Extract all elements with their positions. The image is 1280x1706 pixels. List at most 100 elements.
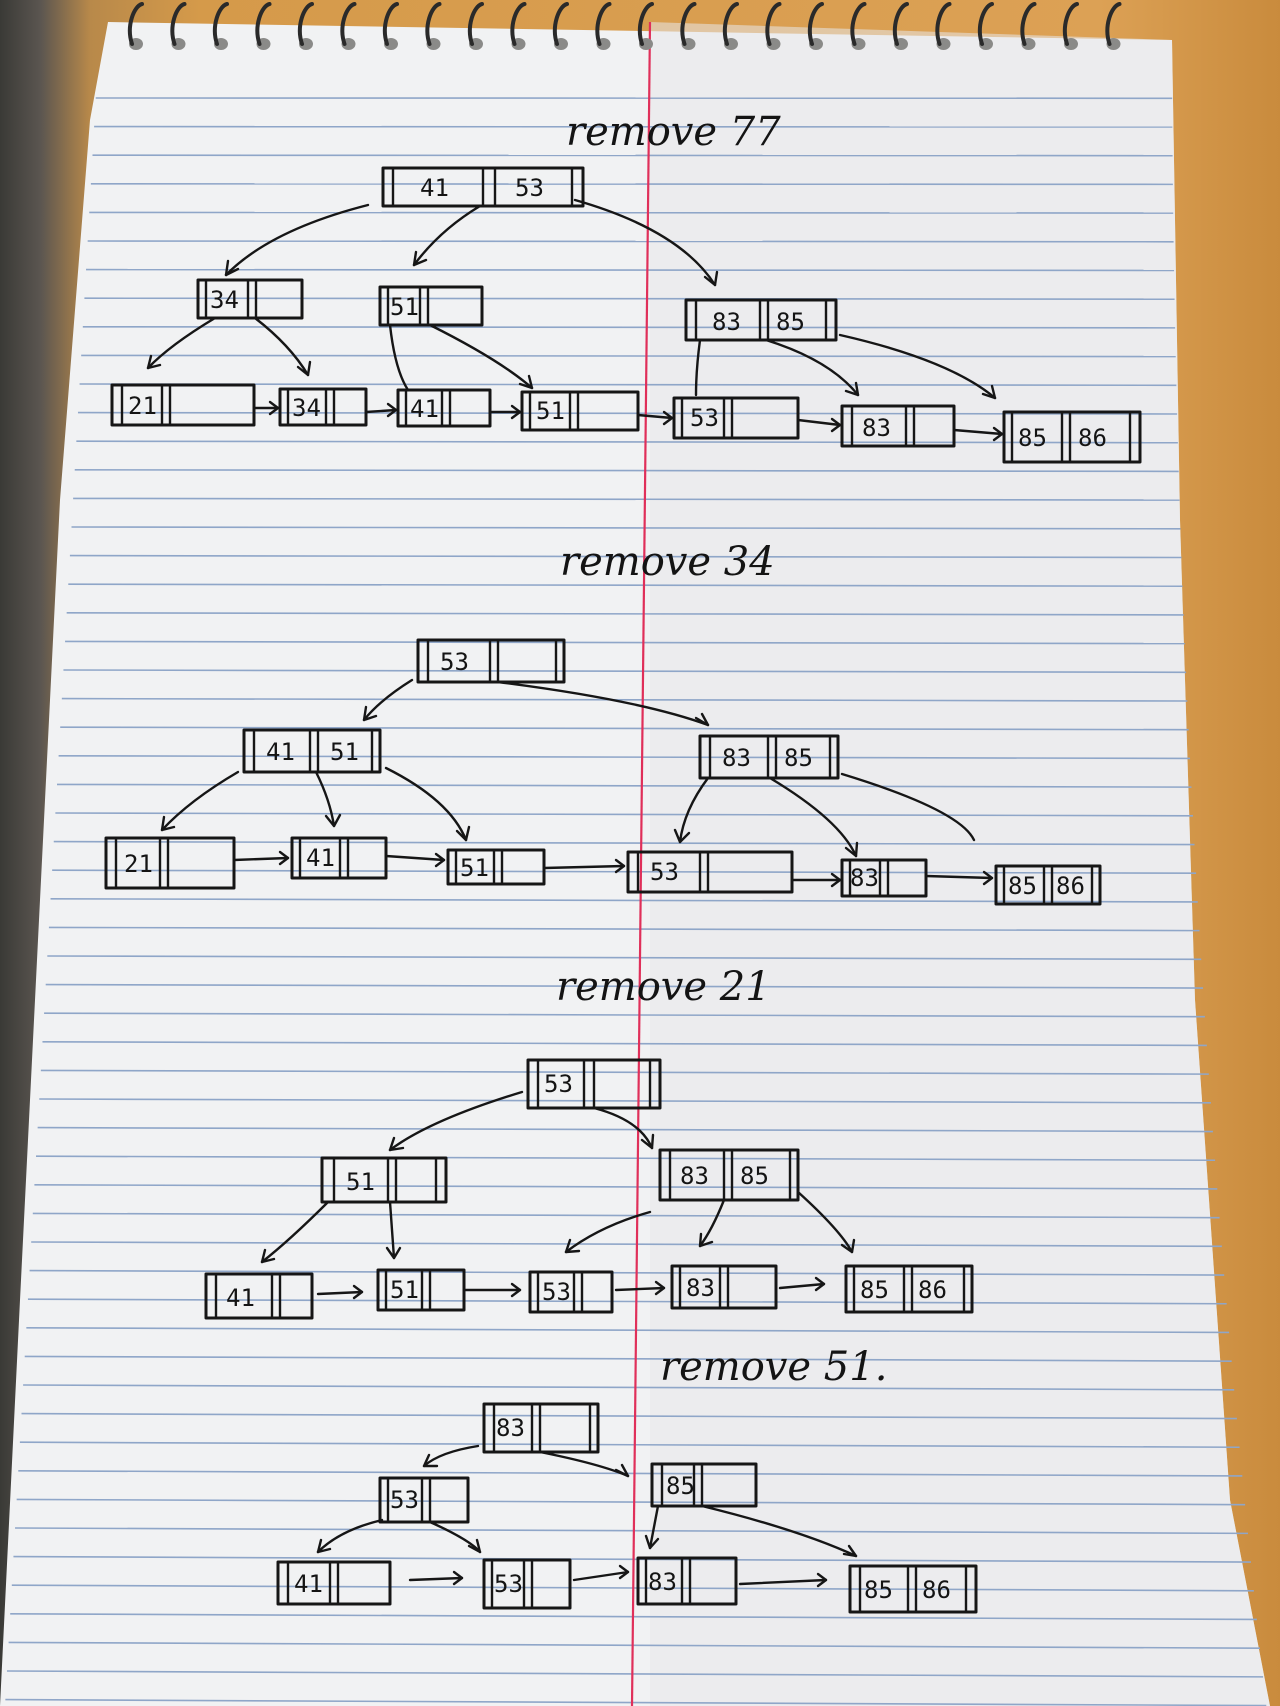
- binding-coil: [765, 2, 782, 46]
- leaf-key: 86: [1078, 424, 1107, 452]
- leaf-key: 34: [292, 394, 321, 422]
- binding-coil: [595, 2, 612, 46]
- leaf-node: 85 86: [994, 864, 1102, 906]
- ruled-line: [60, 726, 1189, 731]
- node-key: 41: [420, 174, 449, 202]
- ruled-line: [84, 297, 1175, 300]
- internal-node: 83 85: [684, 298, 838, 342]
- tree-remove-77: 41 53 34 51 83 85: [110, 166, 1142, 464]
- node-key: 53: [515, 174, 544, 202]
- binding-coil: [850, 2, 867, 46]
- leaf-key: 83: [648, 1568, 677, 1596]
- binding-coil: [297, 2, 314, 46]
- ruled-line: [5, 1698, 1267, 1706]
- ruled-line: [6, 1670, 1264, 1678]
- ruled-line: [8, 1641, 1260, 1649]
- node-key: 83: [712, 308, 741, 336]
- ruled-line: [19, 1441, 1240, 1449]
- ruled-line: [81, 354, 1176, 358]
- node-key: 53: [440, 648, 469, 676]
- leaf-key: 41: [294, 1570, 323, 1598]
- ruled-line: [36, 1155, 1216, 1162]
- leaf-links: [316, 1276, 826, 1300]
- internal-node: 53: [378, 1476, 470, 1524]
- node-key: 34: [210, 286, 239, 314]
- binding-coil: [127, 2, 144, 46]
- node-key: 85: [784, 744, 813, 772]
- ruled-line: [48, 926, 1200, 932]
- node-key: 83: [722, 744, 751, 772]
- binding-coil: [637, 2, 654, 46]
- ruled-line: [90, 183, 1173, 186]
- internal-node: 41 53: [381, 166, 585, 208]
- leaf-key: 51: [390, 1276, 419, 1304]
- binding-coil: [1020, 2, 1037, 46]
- binding-coil: [467, 2, 484, 46]
- internal-node: 83 85: [658, 1148, 800, 1202]
- tree-edges: [260, 1090, 856, 1264]
- ruled-line: [52, 869, 1197, 875]
- ruled-line: [47, 955, 1202, 961]
- leaf-key: 51: [536, 397, 565, 425]
- tree-remove-51: 83 53 85 41 53: [276, 1402, 978, 1614]
- leaf-node: 83: [840, 858, 928, 898]
- ruled-line: [73, 497, 1180, 501]
- ruled-line: [37, 1126, 1213, 1133]
- section-title-2: remove 34: [560, 539, 775, 585]
- binding-coil: [510, 2, 527, 46]
- binding-coil: [552, 2, 569, 46]
- tree-edges: [316, 1444, 858, 1558]
- leaf-key: 51: [460, 854, 489, 882]
- node-key: 85: [776, 308, 805, 336]
- leaf-node: 41: [290, 836, 388, 880]
- ruled-line: [56, 783, 1192, 788]
- node-key: 41: [266, 738, 295, 766]
- ruled-line: [89, 211, 1174, 214]
- leaf-node: 53: [482, 1558, 572, 1610]
- ruled-line: [32, 1212, 1220, 1219]
- binding-coil: [680, 2, 697, 46]
- leaf-key: 85: [860, 1276, 889, 1304]
- leaf-key: 85: [1008, 872, 1037, 900]
- leaf-key: 83: [862, 414, 891, 442]
- leaf-key: 86: [922, 1576, 951, 1604]
- binding-coil: [892, 2, 909, 46]
- ruled-line: [42, 1041, 1207, 1047]
- ruled-line: [76, 440, 1178, 444]
- leaf-links: [408, 1564, 828, 1588]
- section-title-3: remove 21: [556, 964, 771, 1010]
- ruled-line: [13, 1555, 1251, 1563]
- leaf-node: 21: [110, 383, 256, 427]
- leaf-node: 51: [446, 848, 546, 886]
- node-key: 83: [496, 1414, 525, 1442]
- leaf-key: 83: [850, 864, 879, 892]
- node-key: 51: [390, 293, 419, 321]
- leaf-key: 83: [686, 1274, 715, 1302]
- leaf-node: 41: [396, 388, 492, 428]
- tree-edges: [146, 198, 997, 400]
- margin-line: [630, 21, 652, 1706]
- tree-remove-21: 53 51 83 85 41: [204, 1058, 974, 1320]
- binding-coil: [425, 2, 442, 46]
- leaf-node: 83: [840, 404, 956, 448]
- binding-coil: [935, 2, 952, 46]
- leaf-node: 34: [278, 387, 368, 427]
- ruled-line: [69, 554, 1182, 559]
- ruled-line: [87, 240, 1174, 243]
- tree-edges: [160, 678, 976, 858]
- internal-node: 83 85: [698, 734, 840, 780]
- leaf-key: 85: [1018, 424, 1047, 452]
- leaf-links: [252, 400, 1004, 442]
- leaf-node: 53: [672, 396, 800, 440]
- ruled-line: [86, 268, 1175, 272]
- ruled-line: [50, 897, 1198, 903]
- binding-coil: [212, 2, 229, 46]
- internal-node: 53: [526, 1058, 662, 1110]
- leaf-node: 53: [528, 1270, 614, 1314]
- ruled-line: [77, 411, 1178, 415]
- internal-node: 53: [416, 638, 566, 684]
- binding-coil: [722, 2, 739, 46]
- node-key: 53: [544, 1070, 573, 1098]
- ruled-line: [29, 1269, 1225, 1276]
